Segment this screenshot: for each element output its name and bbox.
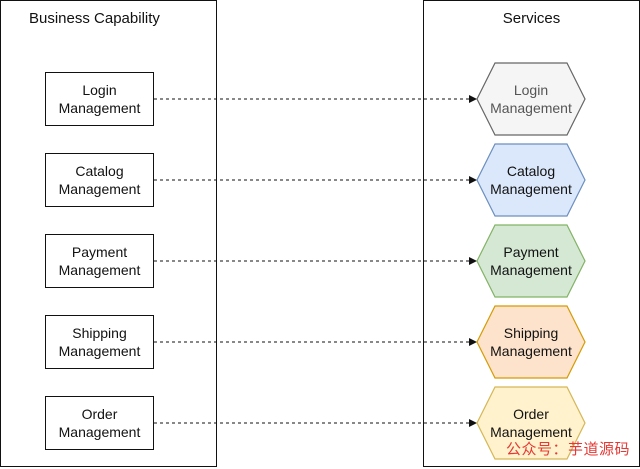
service-order-hexagon: [476, 386, 586, 460]
service-catalog-label: Catalog Management: [490, 163, 572, 197]
services-title: Services: [502, 10, 561, 27]
service-payment-shape: [476, 224, 586, 298]
capability-shipping-label: Shipping Management: [58, 325, 141, 359]
service-shipping-shape: [476, 305, 586, 379]
service-login[interactable]: Login Management: [476, 62, 586, 136]
capability-payment[interactable]: Payment Management: [45, 234, 154, 288]
capability-catalog-label: Catalog Management: [58, 163, 141, 197]
service-shipping-hexagon: [476, 305, 586, 379]
capability-catalog[interactable]: Catalog Management: [45, 153, 154, 207]
service-payment[interactable]: Payment Management: [476, 224, 586, 298]
capability-order[interactable]: Order Management: [45, 396, 154, 450]
watermark-text: 公众号：芋道源码: [505, 441, 630, 458]
service-order[interactable]: Order Management: [476, 386, 586, 460]
service-payment-label: Payment Management: [490, 244, 572, 278]
capability-login[interactable]: Login Management: [45, 72, 154, 126]
service-login-shape: [476, 62, 586, 136]
service-shipping[interactable]: Shipping Management: [476, 305, 586, 379]
capability-login-label: Login Management: [58, 82, 141, 116]
capability-shipping[interactable]: Shipping Management: [45, 315, 154, 369]
business-capability-title: Business Capability: [29, 10, 160, 27]
service-order-label: Order Management: [490, 406, 572, 440]
service-login-label: Login Management: [490, 82, 572, 116]
capability-order-label: Order Management: [58, 406, 141, 440]
service-login-hexagon: [476, 62, 586, 136]
service-order-shape: [476, 386, 586, 460]
service-catalog[interactable]: Catalog Management: [476, 143, 586, 217]
service-catalog-hexagon: [476, 143, 586, 217]
service-catalog-shape: [476, 143, 586, 217]
capability-payment-label: Payment Management: [58, 244, 141, 278]
service-shipping-label: Shipping Management: [490, 325, 572, 359]
service-payment-hexagon: [476, 224, 586, 298]
